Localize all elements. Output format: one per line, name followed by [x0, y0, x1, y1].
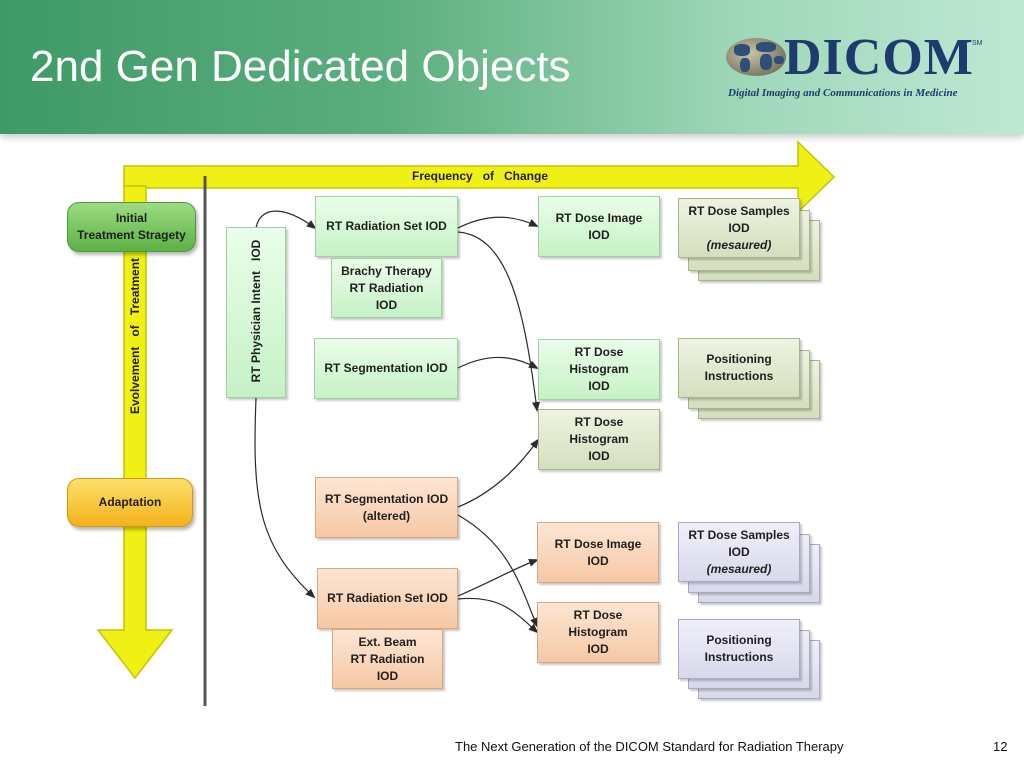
connector-seg-to-dosehist: [457, 356, 539, 369]
box-label-line: IOD: [376, 668, 399, 683]
rt-dose-image-iod: RT Dose Image IOD: [538, 196, 660, 257]
stage-label: Adaptation: [98, 495, 162, 509]
rt-dose-histogram-iod-3: RT Dose Histogram IOD: [537, 602, 659, 663]
rt-radiation-set-iod-2: RT Radiation Set IOD: [317, 568, 458, 629]
positioning-instructions: Positioning Instructions: [678, 338, 800, 398]
box-label-line: IOD: [728, 544, 750, 559]
box-label-line: IOD: [728, 220, 750, 235]
footer-text: The Next Generation of the DICOM Standar…: [455, 739, 844, 754]
logo-tagline: Digital Imaging and Communications in Me…: [728, 87, 958, 99]
logo-service-mark: SM: [972, 40, 983, 47]
rt-dose-histogram-iod-2: RT Dose Histogram IOD: [538, 409, 660, 470]
positioning-instructions-2: Positioning Instructions: [678, 619, 800, 679]
box-label: RT Segmentation IOD: [324, 361, 448, 375]
box-label-line: RT Dose Samples: [688, 527, 790, 542]
box-label-line: (altered): [362, 508, 411, 523]
rt-physician-intent-iod-box: [226, 227, 286, 398]
box-label-line: RT Dose Image: [555, 210, 643, 225]
box-label-line: IOD: [587, 553, 609, 568]
initial-treatment-strategy-stage: Initial Treatment Stragety: [67, 202, 196, 252]
connector-intent-to-radset: [255, 210, 317, 230]
connector-radset2-to-doseimage2: [457, 558, 539, 597]
connector-segalt-to-dosehist3: [457, 514, 538, 628]
connector-intent-to-radset2: [254, 397, 316, 599]
connector-radset-to-doseimage: [457, 216, 539, 229]
rt-dose-image-iod-2: RT Dose Image IOD: [537, 522, 659, 583]
box-label-line: Positioning: [706, 633, 772, 647]
box-label-line: RT Dose Samples: [688, 203, 790, 218]
box-label-line: Instructions: [704, 650, 774, 664]
stage-label-line: Initial: [115, 211, 148, 225]
title-banner: 2nd Gen Dedicated Objects DICOM SM Digit…: [0, 0, 1024, 134]
box-label-line: IOD: [588, 379, 610, 393]
box-label-line: Histogram: [569, 362, 629, 376]
page-title: 2nd Gen Dedicated Objects: [30, 42, 571, 91]
connector-radset2-to-dosehist3: [457, 597, 539, 634]
rt-segmentation-iod-altered: RT Segmentation IOD (altered): [315, 477, 458, 538]
dicom-logo: DICOM SM Digital Imaging and Communicati…: [722, 30, 992, 104]
connector-segalt-to-dosehist2: [457, 438, 540, 508]
stage-label-line: Treatment Stragety: [77, 228, 186, 242]
box-label-line: Instructions: [704, 369, 774, 383]
box-label: RT Radiation Set IOD: [327, 591, 448, 605]
frequency-of-change-label: Frequency of Change: [412, 169, 549, 183]
rt-dose-samples-iod-measured: RT Dose Samples IOD (mesaured): [678, 198, 800, 258]
box-label: RT Radiation Set IOD: [326, 219, 447, 233]
logo-wordmark: DICOM: [784, 29, 974, 86]
connector-radset-to-dosehist: [457, 231, 540, 412]
rt-physician-intent-iod-label: RT Physician Intent IOD: [249, 239, 263, 383]
globe-icon: [726, 38, 786, 76]
box-label-line: RT Segmentation IOD: [324, 491, 449, 506]
evolvement-of-treatment-label: Evolvement of Treatment: [128, 257, 142, 414]
ext-beam-rt-radiation-iod: Ext. Beam RT Radiation IOD: [332, 629, 443, 689]
box-label-line: IOD: [588, 449, 610, 463]
rt-dose-histogram-iod: RT Dose Histogram IOD: [538, 339, 660, 400]
rt-radiation-set-iod: RT Radiation Set IOD: [315, 196, 458, 257]
rt-segmentation-iod: RT Segmentation IOD: [314, 338, 458, 399]
box-label-line: Histogram: [568, 625, 628, 639]
box-label-line: IOD: [375, 297, 398, 312]
box-label-line: Positioning: [706, 352, 772, 366]
frequency-arrow: [123, 140, 836, 214]
rt-dose-samples-iod-measured-2: RT Dose Samples IOD (mesaured): [678, 522, 800, 582]
box-label-line: RT Dose: [574, 415, 624, 429]
box-label-line: RT Dose Image: [554, 536, 642, 551]
box-label-line: RT Radiation: [349, 280, 424, 295]
box-label-line: RT Dose: [573, 608, 623, 622]
box-label-line: IOD: [588, 227, 610, 242]
box-label-line: RT Dose: [574, 345, 624, 359]
box-label-line: IOD: [587, 642, 609, 656]
box-label-line: (mesaured): [706, 561, 772, 576]
box-label-line: Histogram: [569, 432, 629, 446]
box-label-line: (mesaured): [706, 237, 772, 252]
page-number: 12: [993, 739, 1008, 754]
box-label-line: Ext. Beam: [358, 634, 417, 649]
adaptation-stage: Adaptation: [67, 478, 193, 527]
evolvement-arrow: [96, 185, 174, 680]
brachy-therapy-rt-radiation-iod: Brachy Therapy RT Radiation IOD: [331, 258, 442, 318]
box-label-line: Brachy Therapy: [341, 263, 432, 278]
box-label-line: RT Radiation: [350, 651, 425, 666]
